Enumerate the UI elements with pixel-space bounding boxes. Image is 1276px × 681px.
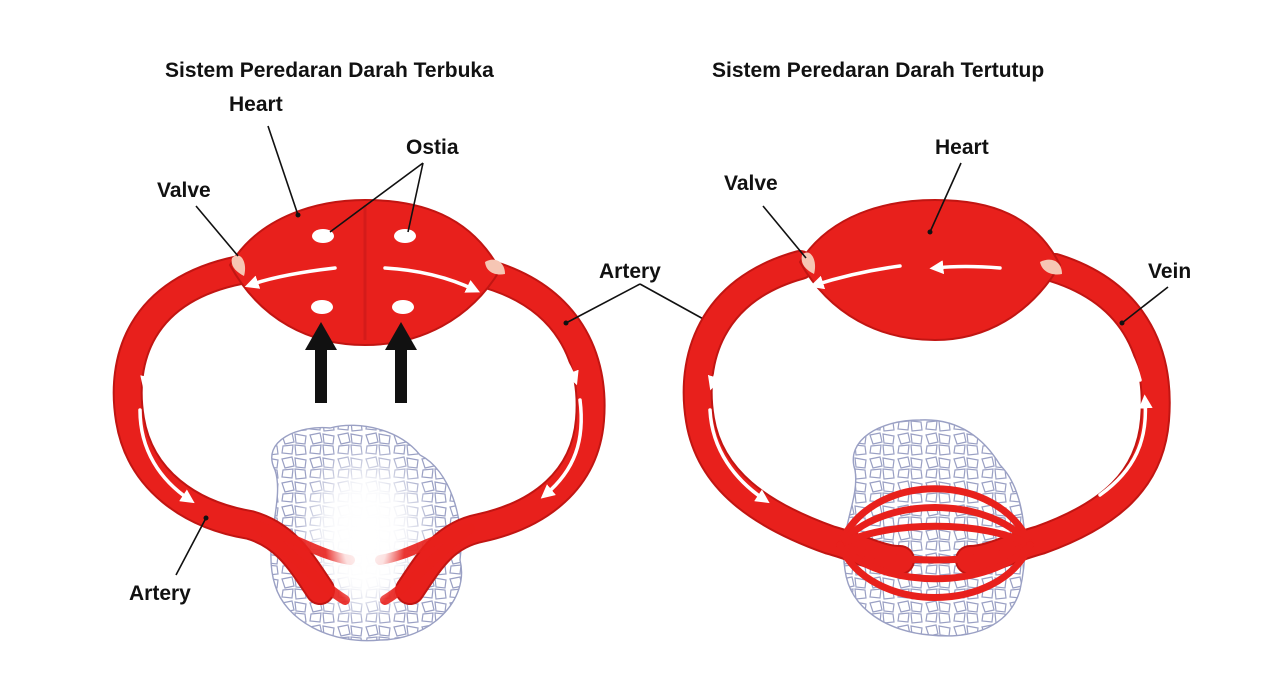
closed-circulatory-system: Sistem Peredaran Darah Tertutup — [682, 59, 1191, 637]
open-artery-label: Artery — [129, 582, 191, 605]
open-circulatory-system: Sistem Peredaran Darah Terbuka — [112, 59, 606, 642]
closed-heart-label: Heart — [935, 136, 989, 159]
inflow-arrow-icons — [305, 322, 417, 403]
open-valve-label: Valve — [157, 179, 211, 202]
open-ostia-label: Ostia — [406, 136, 459, 159]
closed-valve-label: Valve — [724, 172, 778, 195]
capillary-bed — [836, 485, 1034, 601]
ostium-icon — [392, 300, 414, 314]
open-valve-left — [231, 255, 246, 276]
open-system-title: Sistem Peredaran Darah Terbuka — [165, 59, 494, 82]
open-heart-label: Heart — [229, 93, 283, 116]
closed-vein-label: Vein — [1148, 260, 1191, 283]
closed-flow-arrows — [707, 260, 1153, 504]
shared-artery-label: Artery — [599, 260, 661, 283]
ostium-icon — [394, 229, 416, 243]
ostium-icon — [311, 300, 333, 314]
open-flow-arrows — [138, 266, 583, 504]
closed-system-title: Sistem Peredaran Darah Tertutup — [712, 59, 1044, 82]
ostium-icon — [312, 229, 334, 243]
open-valve-right — [485, 259, 505, 275]
closed-heart — [798, 198, 1062, 342]
closed-valve-right — [1040, 259, 1062, 275]
